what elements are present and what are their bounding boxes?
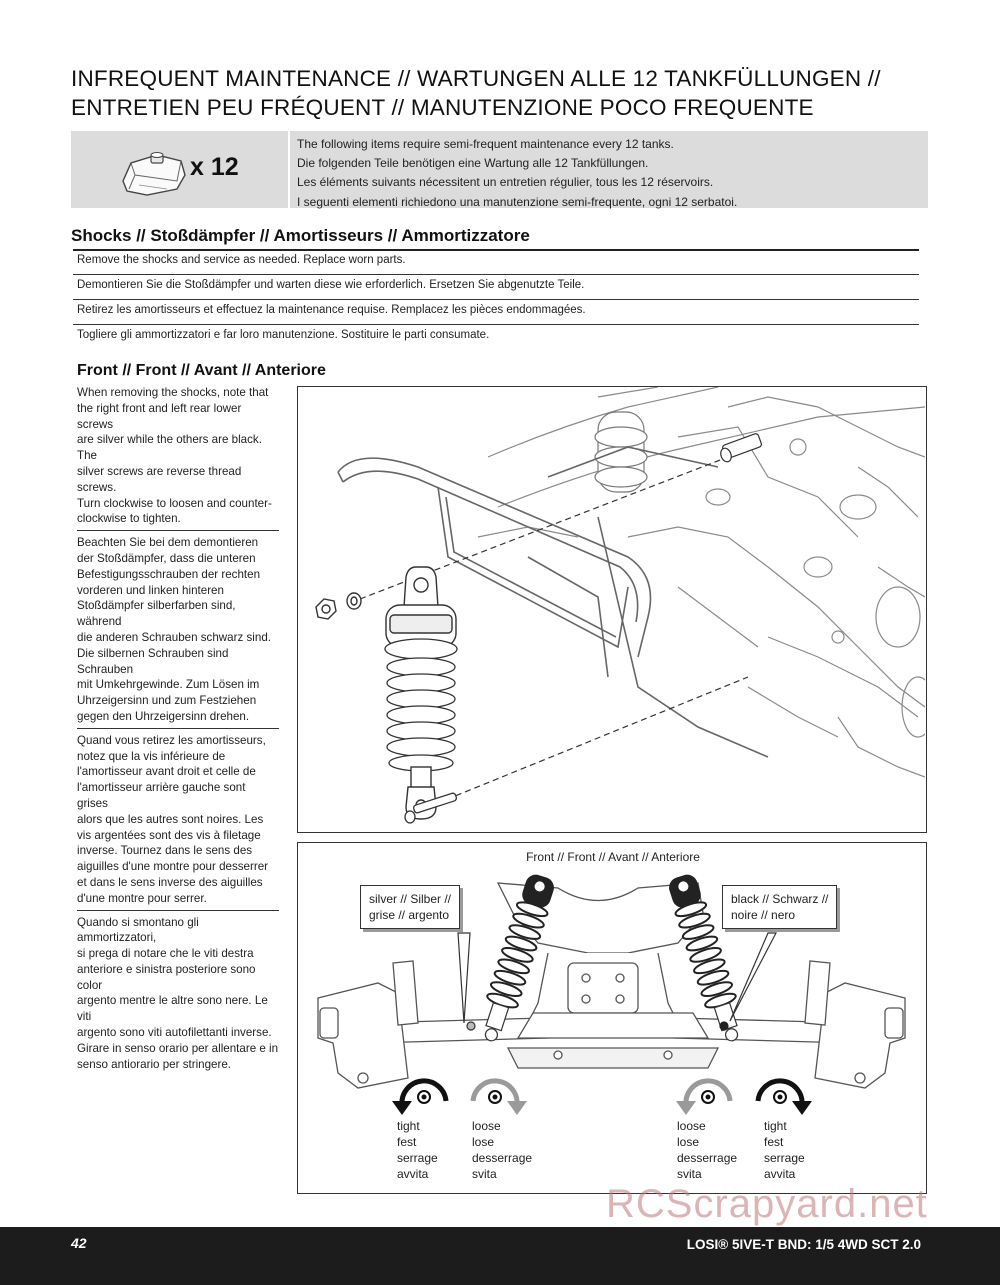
callout-line: black // Schwarz //: [731, 892, 829, 906]
silver-screw-marker: [466, 1021, 476, 1031]
line: Stoßdämpfer silberfarben sind, während: [77, 599, 236, 629]
line: notez que la vis inférieure de: [77, 749, 226, 763]
label-line: desserrage: [472, 1151, 533, 1165]
line: clockwise to tighten.: [77, 512, 181, 526]
line: Uhrzeigersinn und zum Festziehen: [77, 694, 257, 708]
callout-line: noire // nero: [731, 908, 796, 922]
callout-line: silver // Silber //: [369, 892, 452, 906]
interval-line-fr: Les éléments suivants nécessitent un ent…: [297, 175, 714, 190]
line: gegen den Uhrzeigersinn drehen.: [77, 709, 250, 723]
shocks-instructions: Remove the shocks and service as needed.…: [73, 250, 919, 349]
line: are silver while the others are black. T…: [77, 433, 262, 463]
line: der Stoßdämpfer, dass die unteren: [77, 551, 256, 565]
interval-line-it: I seguenti elementi richiedono una manut…: [297, 194, 738, 209]
interval-text: The following items require semi-frequen…: [297, 135, 737, 212]
line: aiguilles d'une montre pour desserrer: [77, 860, 269, 874]
line: si prega di notare che le viti destra: [77, 947, 254, 961]
chassis-exploded-drawing: [315, 387, 926, 824]
line: Girare in senso orario per allentare e i…: [77, 1041, 279, 1055]
label-line: loose: [677, 1119, 706, 1133]
line: Quando si smontano gli ammortizzatori,: [77, 915, 199, 945]
label-line: fest: [397, 1135, 417, 1149]
interval-divider: [288, 131, 290, 208]
front-suspension-drawing: [317, 874, 906, 1089]
line: anteriore e sinistra posteriore sono col…: [77, 962, 256, 992]
line: the right front and left rear lower scre…: [77, 401, 242, 431]
shocks-row-en: Remove the shocks and service as needed.…: [73, 250, 919, 275]
front-heading: Front // Front // Avant // Anteriore: [77, 362, 326, 379]
page-number: 42: [71, 1235, 87, 1251]
interval-box: x 12 The following items require semi-fr…: [71, 131, 928, 209]
tank-count: x 12: [190, 153, 239, 181]
front-body-text: When removing the shocks, note that the …: [77, 385, 279, 1079]
rotation-label-4: tight fest serrage avvita: [764, 1118, 805, 1182]
label-line: svita: [472, 1167, 497, 1181]
shocks-row-de: Demontieren Sie die Stoßdämpfer und wart…: [73, 275, 919, 300]
paragraph-fr: Quand vous retirez les amortisseurs, not…: [77, 733, 279, 911]
line: die anderen Schrauben schwarz sind.: [77, 630, 271, 644]
interval-line-de: Die folgenden Teile benötigen eine Wartu…: [297, 156, 649, 171]
line: vorderen und linken hinteren: [77, 583, 224, 597]
page-title: INFREQUENT MAINTENANCE // WARTUNGEN ALLE…: [71, 64, 951, 122]
line: Beachten Sie bei dem demontieren: [77, 536, 259, 550]
line: Befestigungsschrauben der rechten: [77, 567, 261, 581]
shocks-row-it: Togliere gli ammortizzatori e far loro m…: [77, 329, 490, 341]
silver-screw-callout: silver // Silber // grise // argento: [360, 885, 461, 929]
paragraph-de: Beachten Sie bei dem demontieren der Sto…: [77, 535, 279, 729]
line: argento sono viti autofilettanti inverse…: [77, 1026, 272, 1040]
callout-line: grise // argento: [369, 908, 450, 922]
label-line: avvita: [764, 1167, 796, 1181]
shock-removal-illustration: [297, 386, 927, 833]
title-line-1: INFREQUENT MAINTENANCE // WARTUNGEN ALLE…: [71, 66, 881, 91]
title-line-2: ENTRETIEN PEU FRÉQUENT // MANUTENZIONE P…: [71, 95, 814, 120]
line: silver screws are reverse thread screws.: [77, 464, 242, 494]
rotation-label-3: loose lose desserrage svita: [677, 1118, 737, 1182]
line: senso antiorario per stringere.: [77, 1057, 232, 1071]
label-line: avvita: [397, 1167, 429, 1181]
label-line: tight: [764, 1119, 787, 1133]
rotation-label-1: tight fest serrage avvita: [397, 1118, 438, 1182]
line: mit Umkehrgewinde. Zum Lösen im: [77, 678, 260, 692]
line: vis argentées sont des vis à filetage: [77, 828, 261, 842]
shocks-heading: Shocks // Stoßdämpfer // Amortisseurs //…: [71, 226, 530, 245]
label-line: lose: [472, 1135, 495, 1149]
front-view-illustration: Front // Front // Avant // Anteriore: [297, 842, 927, 1194]
label-line: serrage: [397, 1151, 438, 1165]
line: Quand vous retirez les amortisseurs,: [77, 733, 266, 747]
line: et dans le sens inverse des aiguilles: [77, 875, 263, 889]
black-screw-callout: black // Schwarz // noire // nero: [722, 885, 838, 929]
line: l'amortisseur avant droit et celle de: [77, 765, 256, 779]
interval-line-en: The following items require semi-frequen…: [297, 137, 674, 151]
line: d'une montre pour serrer.: [77, 891, 207, 905]
interval-icon-area: x 12: [71, 131, 288, 208]
line: alors que les autres sont noires. Les: [77, 812, 264, 826]
line: Die silbernen Schrauben sind Schrauben: [77, 646, 229, 676]
product-name: LOSI® 5IVE-T BND: 1/5 4WD SCT 2.0: [686, 1237, 921, 1252]
label-line: tight: [397, 1119, 420, 1133]
watermark: RCScrapyard.net: [606, 1182, 928, 1226]
label-line: loose: [472, 1119, 501, 1133]
line: argento mentre le altre sono nere. Le vi…: [77, 994, 268, 1024]
footer-bar: 42 LOSI® 5IVE-T BND: 1/5 4WD SCT 2.0: [0, 1227, 1000, 1285]
line: When removing the shocks, note that: [77, 386, 269, 399]
front-view-title: Front // Front // Avant // Anteriore: [526, 850, 700, 864]
label-line: svita: [677, 1167, 702, 1181]
label-line: serrage: [764, 1151, 805, 1165]
label-line: lose: [677, 1135, 700, 1149]
shocks-row-fr: Retirez les amortisseurs et effectuez la…: [73, 300, 919, 325]
line: inverse. Tournez dans le sens des: [77, 844, 253, 858]
label-line: fest: [764, 1135, 784, 1149]
rows-top-rule: [73, 249, 919, 251]
fuel-tank-icon: [122, 152, 186, 196]
rotation-label-2: loose lose desserrage svita: [472, 1118, 532, 1182]
paragraph-en: When removing the shocks, note that the …: [77, 385, 279, 532]
label-line: desserrage: [677, 1151, 738, 1165]
paragraph-it: Quando si smontano gli ammortizzatori, s…: [77, 915, 279, 1076]
black-screw-marker: [719, 1021, 729, 1031]
line: l'amortisseur arrière gauche sont grises: [77, 781, 246, 810]
line: Turn clockwise to loosen and counter-: [77, 496, 272, 510]
